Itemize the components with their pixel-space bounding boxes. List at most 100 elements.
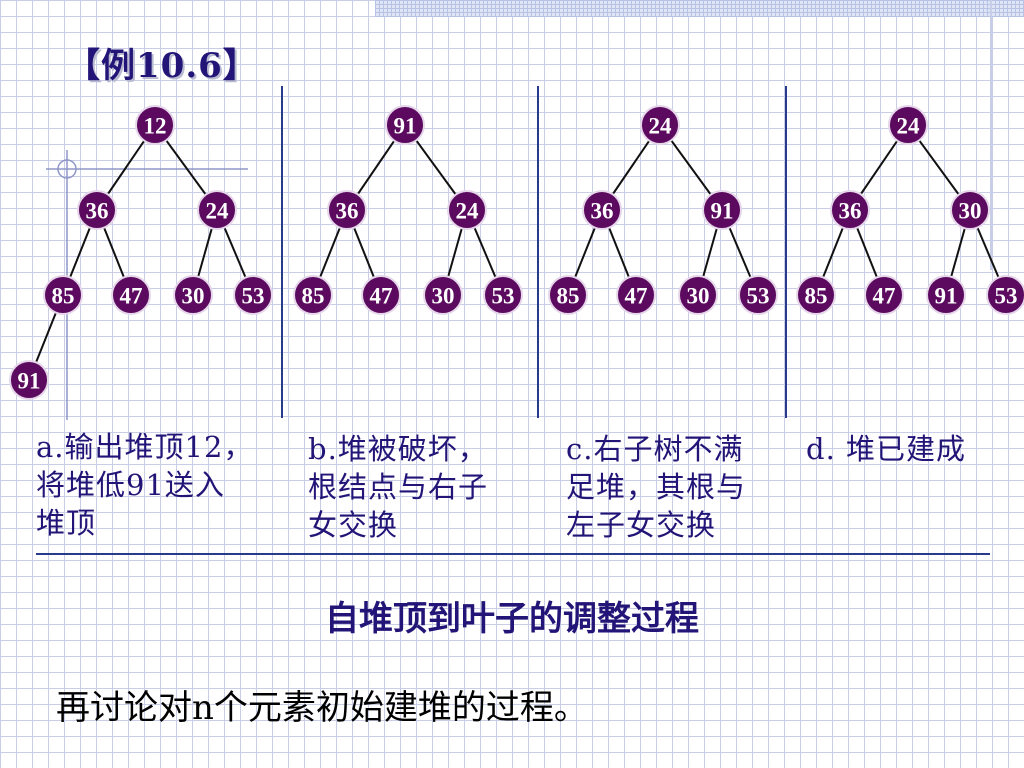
node-circle (43, 275, 83, 315)
node-circle (483, 275, 523, 315)
tree-a-node: 91 (9, 360, 49, 400)
tree-b-node: 47 (361, 275, 401, 315)
caption-line: 左子女交换 (566, 508, 717, 542)
caption-b: b.堆被破坏， 根结点与右子女交换 (308, 430, 488, 544)
tree-d-node: 85 (796, 275, 836, 315)
node-value: 91 (935, 284, 958, 309)
tree-a-node: 30 (173, 275, 213, 315)
caption-line: 足堆，其根与 (566, 470, 747, 504)
node-circle (135, 105, 175, 145)
tree-d-node: 30 (950, 190, 990, 230)
tree-b-node: 91 (385, 105, 425, 145)
caption-line: b.堆被破坏， (308, 432, 488, 466)
node-value: 36 (336, 199, 359, 224)
node-value: 85 (805, 284, 828, 309)
process-title: 自堆顶到叶子的调整过程 (325, 599, 699, 639)
tree-d-node: 53 (986, 275, 1024, 315)
node-circle (173, 275, 213, 315)
tree-b-node: 24 (447, 190, 487, 230)
node-value: 30 (432, 284, 455, 309)
tree-c-node: 91 (702, 190, 742, 230)
node-circle (738, 275, 778, 315)
node-circle (986, 275, 1024, 315)
node-circle (926, 275, 966, 315)
footer-text: 再讨论对n个元素初始建堆的过程。 (56, 688, 588, 728)
tree-c-node: 30 (678, 275, 718, 315)
node-value: 85 (557, 284, 580, 309)
node-value: 91 (394, 114, 417, 139)
tree-d-node: 91 (926, 275, 966, 315)
node-circle (233, 275, 273, 315)
caption-line: 女交换 (308, 508, 399, 542)
node-circle (385, 105, 425, 145)
node-circle (796, 275, 836, 315)
node-value: 85 (52, 284, 75, 309)
tree-c-node: 36 (582, 190, 622, 230)
node-circle (888, 105, 928, 145)
decor-vertical-line (990, 0, 992, 270)
node-value: 53 (242, 284, 265, 309)
node-value: 30 (959, 199, 982, 224)
tree-c-node: 47 (616, 275, 656, 315)
node-circle (197, 190, 237, 230)
tree-b-node: 85 (293, 275, 333, 315)
caption-d: d. 堆已建成 (806, 430, 966, 468)
node-circle (582, 190, 622, 230)
node-value: 91 (711, 199, 734, 224)
node-value: 53 (492, 284, 515, 309)
tree-c-node: 85 (548, 275, 588, 315)
node-value: 24 (649, 114, 673, 139)
tree-d-node: 47 (864, 275, 904, 315)
caption-line: d. 堆已建成 (806, 432, 967, 466)
node-circle (548, 275, 588, 315)
node-value: 30 (182, 284, 205, 309)
tree-a-node: 24 (197, 190, 237, 230)
node-value: 24 (206, 199, 230, 224)
node-value: 47 (370, 284, 393, 309)
node-value: 36 (591, 199, 614, 224)
tree-a-node: 12 (135, 105, 175, 145)
tree-b-node: 30 (423, 275, 463, 315)
node-value: 12 (144, 114, 167, 139)
tree-c-node: 53 (738, 275, 778, 315)
node-circle (327, 190, 367, 230)
tree-d-node: 24 (888, 105, 928, 145)
tree-a-node: 53 (233, 275, 273, 315)
node-value: 36 (86, 199, 109, 224)
node-value: 53 (995, 284, 1018, 309)
caption-line: 根结点与右子 (308, 470, 489, 504)
node-circle (830, 190, 870, 230)
slide-title: 【例10.6】 (66, 46, 258, 86)
tree-a-node: 47 (111, 275, 151, 315)
node-value: 24 (897, 114, 921, 139)
node-circle (361, 275, 401, 315)
node-value: 91 (18, 369, 41, 394)
node-circle (9, 360, 49, 400)
caption-c: c.右子树不满足堆，其根与左子女交换 (566, 430, 746, 544)
node-circle (616, 275, 656, 315)
tree-b-node: 53 (483, 275, 523, 315)
tree-a-node: 85 (43, 275, 83, 315)
node-value: 24 (456, 199, 480, 224)
tree-c-node: 24 (640, 105, 680, 145)
node-value: 47 (873, 284, 896, 309)
caption-line: 将堆低91送入 (36, 468, 225, 502)
node-circle (293, 275, 333, 315)
node-value: 36 (839, 199, 862, 224)
node-circle (640, 105, 680, 145)
node-circle (423, 275, 463, 315)
node-circle (950, 190, 990, 230)
node-value: 85 (302, 284, 325, 309)
tree-b-node: 36 (327, 190, 367, 230)
node-circle (864, 275, 904, 315)
section-divider (36, 553, 990, 555)
node-circle (447, 190, 487, 230)
caption-line: a.输出堆顶12， (36, 430, 254, 464)
caption-a: a.输出堆顶12， 将堆低91送入堆顶 (36, 428, 253, 542)
top-decor-band (375, 0, 1024, 17)
caption-line: c.右子树不满 (566, 432, 744, 466)
node-circle (678, 275, 718, 315)
crosshair-ring (57, 159, 77, 179)
caption-line: 堆顶 (36, 506, 97, 540)
